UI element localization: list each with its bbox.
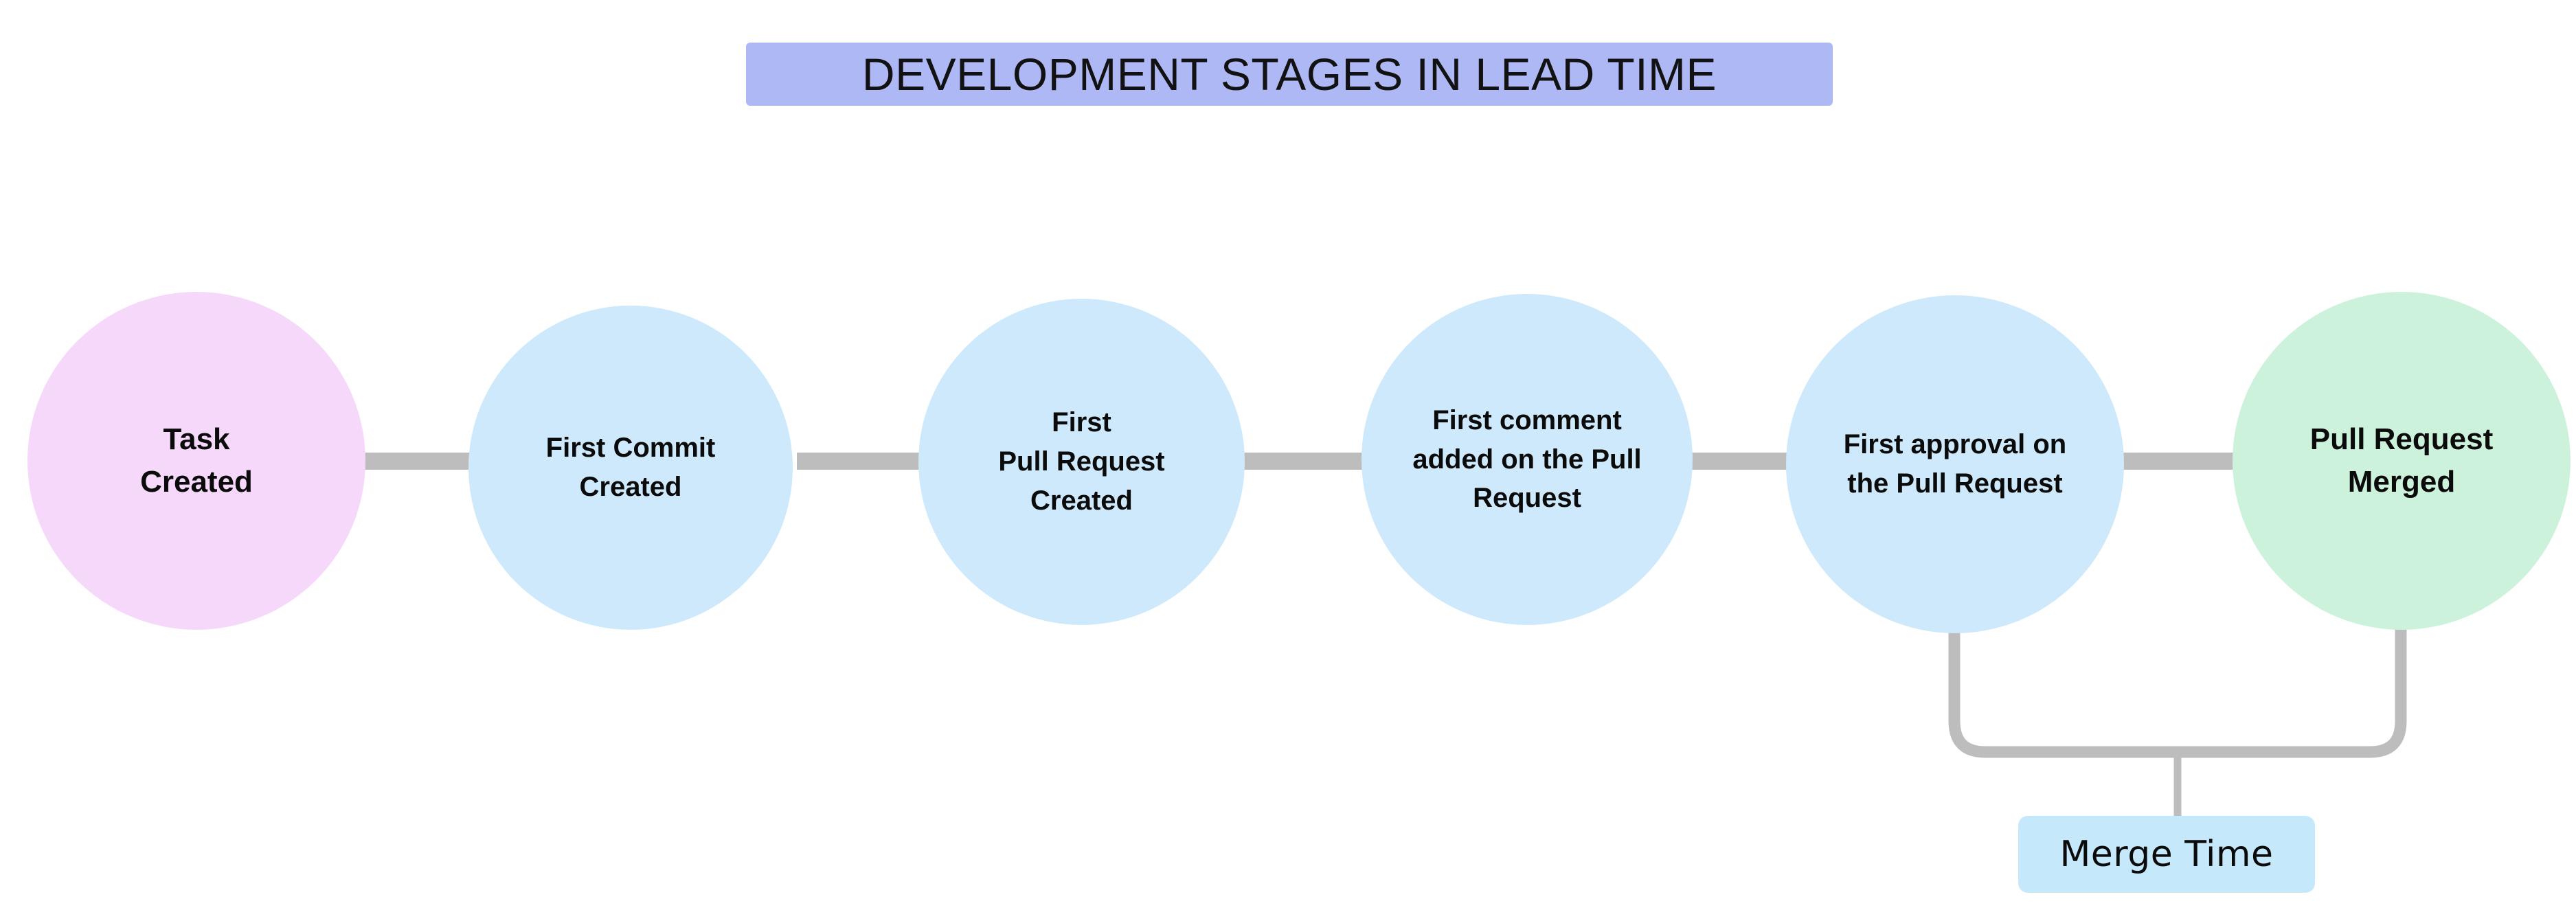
node-first-pull-request-created[interactable]: First Pull Request Created	[918, 299, 1245, 625]
page-title: DEVELOPMENT STAGES IN LEAD TIME	[861, 49, 1717, 100]
node-label: Task Created	[140, 422, 253, 499]
node-label: First comment added on the Pull Request	[1412, 404, 1642, 514]
connector-1-2	[347, 453, 484, 470]
node-first-approval-on-pull-request[interactable]: First approval on the Pull Request	[1786, 295, 2124, 633]
node-label: First Commit Created	[545, 433, 716, 502]
node-first-comment-on-pull-request[interactable]: First comment added on the Pull Request	[1362, 294, 1693, 625]
diagram-title-banner: DEVELOPMENT STAGES IN LEAD TIME	[746, 43, 1833, 106]
connector-2-3	[797, 453, 934, 470]
connector-3-4	[1240, 453, 1381, 470]
node-label: First approval on the Pull Request	[1843, 429, 2067, 499]
node-label: First Pull Request Created	[998, 407, 1165, 516]
node-label: Pull Request Merged	[2309, 422, 2494, 499]
node-first-commit-created[interactable]: First Commit Created	[468, 306, 793, 630]
node-pull-request-merged[interactable]: Pull Request Merged	[2233, 292, 2571, 630]
merge-time-callout[interactable]: Merge Time	[2018, 816, 2315, 893]
merge-time-label: Merge Time	[2059, 834, 2274, 875]
merge-time-bracket	[1948, 622, 2407, 758]
node-task-created[interactable]: Task Created	[27, 292, 365, 630]
